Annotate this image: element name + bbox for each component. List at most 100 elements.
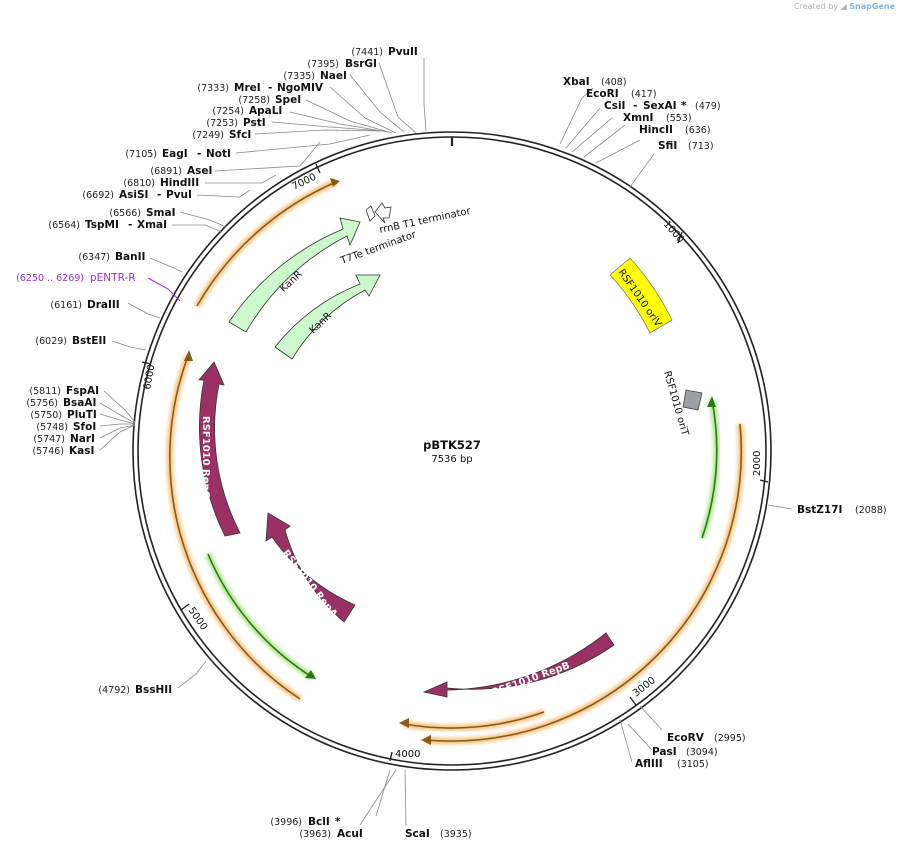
site-position: (713) (688, 141, 714, 152)
site-bsaai[interactable]: (5756)BsaAI (26, 397, 96, 409)
site-xmni[interactable]: XmnI(553) (623, 112, 692, 124)
rrnb-terminator-icon[interactable] (365, 205, 376, 222)
site-enzyme-extra: NotI (206, 148, 231, 160)
tick-mark-5000 (180, 603, 190, 611)
site-position: (5746) (32, 446, 64, 457)
site-position: (7258) (238, 95, 270, 106)
site-ecori[interactable]: EcoRI(417) (586, 88, 657, 100)
site-pasi[interactable]: PasI(3094) (652, 746, 718, 758)
site-spei[interactable]: (7258) SpeI (238, 94, 301, 106)
site-enzyme: TspMI (85, 219, 119, 231)
site-enzyme: AcuI (337, 828, 363, 840)
site-mrei[interactable]: (7333)MreI-NgoMIV (197, 82, 323, 94)
green-orf-arrowhead-right (707, 396, 716, 407)
site-position: (7441) (351, 47, 383, 58)
tick-mark-6000 (141, 361, 152, 365)
green-orf-right (701, 399, 718, 539)
site-enzyme: ApaLI (249, 105, 282, 117)
site-position: (6564) (48, 220, 80, 231)
primer-pentr-r[interactable]: (6250 .. 6269)pENTR-R (16, 272, 135, 284)
site-csii[interactable]: CsiI-SexAI*(479) (604, 100, 721, 112)
site-bsshii[interactable]: (4792)BssHII (98, 684, 172, 696)
t7te-terminator-icon[interactable] (374, 202, 392, 224)
site-afliii[interactable]: AflIII(3105) (635, 758, 709, 770)
site-tspmi[interactable]: (6564)TspMI-XmaI (48, 219, 167, 231)
site-enzyme: ScaI (405, 828, 430, 840)
tick-mark-2000 (759, 479, 769, 483)
site-sfci[interactable]: (7249)SfcI (192, 129, 251, 141)
site-kasi[interactable]: (5746)KasI (32, 445, 94, 457)
site-sfoi[interactable]: (5748)SfoI (36, 421, 96, 433)
site-position: (5750) (30, 410, 62, 421)
backbone-outer-ring (132, 131, 772, 771)
site-naei[interactable]: (7335)NaeI (283, 70, 347, 82)
site-position: (6161) (50, 300, 82, 311)
orf-top-left (196, 181, 337, 307)
site-bsrgi[interactable]: (7395)BsrGI (307, 58, 377, 70)
rrnb-terminator-label: rrnB T1 terminator (378, 206, 472, 236)
site-enzyme: NaeI (320, 70, 347, 82)
site-enzyme: BsaAI (63, 397, 96, 409)
site-dash: - (633, 100, 637, 112)
site-acui[interactable]: (3963) AcuI (299, 828, 362, 840)
site-enzyme: HindIII (160, 177, 199, 189)
orf-arcs (166, 178, 745, 745)
site-enzyme: PstI (243, 117, 266, 129)
site-enzyme: AsiSI (119, 189, 148, 201)
site-ecorv[interactable]: EcoRV(2995) (667, 732, 746, 744)
site-fspai[interactable]: (5811)FspAI (29, 385, 99, 397)
site-dash: - (157, 189, 161, 201)
site-asisi[interactable]: (6692)AsiSI-PvuI (82, 189, 192, 201)
site-pluti[interactable]: (5750)PluTI (30, 409, 96, 421)
rsf1010-repb-arrow[interactable] (422, 632, 615, 698)
tick-label-2000: 2000 (752, 451, 763, 476)
site-bsteii[interactable]: (6029)BstEII (35, 335, 106, 347)
site-hincii[interactable]: HincII(636) (639, 124, 711, 136)
site-nari[interactable]: (5747)NarI (33, 433, 95, 445)
primer-leader-line (147, 277, 181, 302)
tick-mark-1000 (677, 231, 683, 244)
site-position: (6029) (35, 336, 67, 347)
site-position: (408) (601, 77, 627, 88)
site-draiii[interactable]: (6161)DraIII (50, 299, 119, 311)
site-enzyme: PasI (652, 746, 677, 758)
site-pvuii[interactable]: (7441)PvuII (351, 46, 417, 58)
site-bstz17i[interactable]: BstZ17I(2088) (797, 504, 887, 516)
plasmid-name: pBTK527 (423, 438, 481, 452)
site-position: (3963) (299, 829, 331, 840)
site-enzyme: MreI (234, 82, 261, 94)
site-apali[interactable]: (7254)ApaLI (212, 105, 282, 117)
site-xbai[interactable]: XbaI (408) (563, 76, 627, 88)
tick-mark-4000 (389, 751, 393, 762)
site-enzyme: BanII (115, 251, 145, 263)
site-hindiii[interactable]: (6810)HindIII (123, 177, 199, 189)
snapgene-logo-icon: ◢ (840, 2, 847, 11)
rsf1010-repc-arrow[interactable] (198, 361, 241, 537)
site-position: (7333) (197, 83, 229, 94)
site-banii[interactable]: (6347)BanII (78, 251, 145, 263)
rsf1010-repa-arrow[interactable] (265, 512, 356, 623)
site-enzyme: BssHII (135, 684, 172, 696)
kanr-outer-arrow[interactable] (228, 217, 361, 333)
site-enzyme: SpeI (275, 94, 301, 106)
orf-right (425, 423, 743, 742)
site-enzyme: XbaI (563, 76, 590, 88)
site-asei[interactable]: (6891)AseI (150, 165, 212, 177)
site-eagi[interactable]: (7105)EagI-NotI (125, 148, 231, 160)
site-position: (7105) (125, 149, 157, 160)
restriction-sites-left: (7441)PvuII (7395)BsrGI (7335)NaeI (7333… (16, 46, 418, 696)
site-dash: - (128, 219, 132, 231)
rsf1010-orit-feature[interactable] (682, 389, 703, 411)
rsf1010-oriv-feature[interactable] (609, 257, 673, 334)
site-scai[interactable]: ScaI(3935) (405, 828, 472, 840)
plasmid-size: 7536 bp (431, 454, 472, 465)
site-psti[interactable]: (7253)PstI (206, 117, 265, 129)
site-bcli[interactable]: (3996)BclI* (270, 816, 341, 828)
site-position: (3105) (677, 759, 709, 770)
site-sfii[interactable]: SfiI(713) (658, 140, 714, 152)
kanr-inner-arrow[interactable] (274, 274, 381, 360)
site-smai[interactable]: (6566)SmaI (109, 207, 175, 219)
site-position: (3996) (270, 817, 302, 828)
site-enzyme-extra: NgoMIV (277, 82, 324, 94)
orf-bottom (403, 711, 545, 729)
